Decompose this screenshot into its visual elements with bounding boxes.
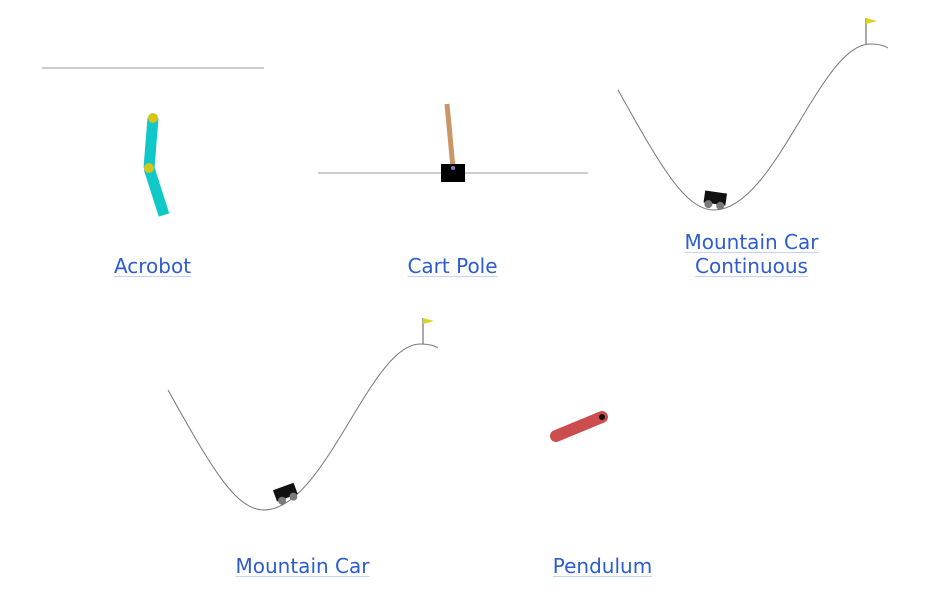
acrobot-link-upper [143,117,159,169]
env-label-mountain-car-continuous[interactable]: Mountain Car Continuous [600,230,903,278]
cart-pole-cart [441,164,465,182]
cart-pole-pole [444,103,456,169]
env-card-acrobot[interactable]: Acrobot [0,0,305,300]
env-label-text: Cart Pole [407,254,498,278]
acrobot-link-lower [143,166,170,217]
env-card-mountain-car-continuous[interactable]: Mountain Car Continuous [600,0,903,300]
env-label-text-line2: Continuous [695,254,808,278]
pendulum-thumbnail [550,411,608,442]
env-card-cart-pole[interactable]: Cart Pole [305,0,600,300]
env-label-text: Acrobot [113,254,192,278]
pendulum-pivot [599,414,605,420]
acrobot-joint-middle [144,163,154,173]
cart-pole-thumbnail [318,103,588,182]
env-label-mountain-car[interactable]: Mountain Car [150,554,455,578]
env-label-text: Pendulum [552,554,653,578]
car [272,482,298,505]
env-label-text: Mountain Car [235,554,370,578]
env-label-pendulum[interactable]: Pendulum [455,554,750,578]
mountain-curve [617,43,889,211]
cart-pole-axle [451,166,455,170]
mountain-curve [167,343,439,511]
env-label-text-line1: Mountain Car [684,230,819,254]
car-wheel-right [716,201,725,210]
car [703,190,728,210]
car-body [272,482,298,502]
flag-icon [423,318,434,324]
car-wheel-left [704,200,713,209]
car-wheel-right [289,492,298,501]
acrobot-thumbnail [42,67,264,217]
mountain-car-continuous-thumbnail [617,18,889,211]
mountain-car-thumbnail [167,318,439,511]
env-label-acrobot[interactable]: Acrobot [0,254,305,278]
pendulum-rod [550,411,608,442]
env-card-mountain-car[interactable]: Mountain Car [150,300,455,600]
env-label-cart-pole[interactable]: Cart Pole [305,254,600,278]
env-card-pendulum[interactable]: Pendulum [455,300,750,600]
flag-icon [866,18,877,24]
acrobot-joint-top [148,113,158,123]
car-wheel-left [278,496,287,505]
